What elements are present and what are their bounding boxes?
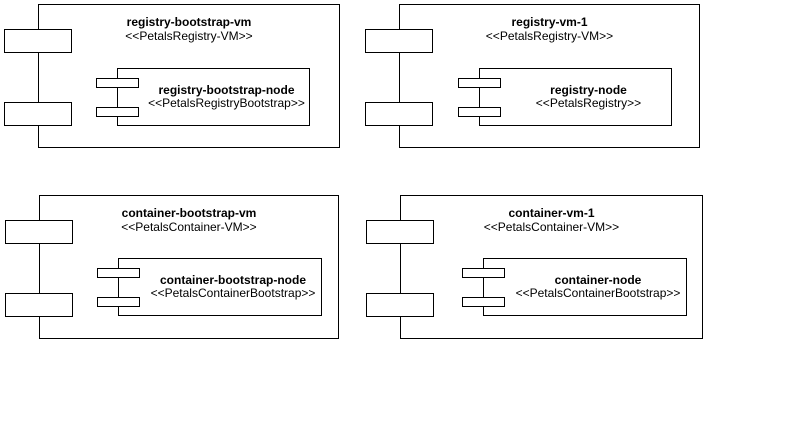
component-tab-icon <box>5 293 73 317</box>
node-name: registry-vm-1 <box>511 15 588 29</box>
node-stereotype: <<PetalsRegistry>> <box>535 96 642 110</box>
node-stereotype: <<PetalsContainer-VM>> <box>483 220 620 234</box>
uml-component-container-vm-1: container-vm-1 <<PetalsContainer-VM>> co… <box>366 195 703 339</box>
node-stereotype: <<PetalsRegistryBootstrap>> <box>148 96 305 110</box>
node-stereotype: <<PetalsContainer-VM>> <box>121 220 257 234</box>
node-caption: container-vm-1 <<PetalsContainer-VM>> <box>401 206 702 234</box>
uml-component-registry-bootstrap-vm: registry-bootstrap-vm <<PetalsRegistry-V… <box>4 4 340 148</box>
node-name: container-bootstrap-vm <box>121 206 257 220</box>
component-tab-icon <box>366 293 434 317</box>
component-tab-icon <box>4 102 72 126</box>
node-name: container-vm-1 <box>508 206 595 220</box>
node-caption: registry-bootstrap-vm <<PetalsRegistry-V… <box>39 15 339 43</box>
node-stereotype: <<PetalsContainerBootstrap>> <box>150 286 316 300</box>
node-caption: container-bootstrap-vm <<PetalsContainer… <box>40 206 338 234</box>
node-stereotype: <<PetalsRegistry-VM>> <box>125 29 253 43</box>
node-name: container-bootstrap-node <box>160 273 306 287</box>
uml-component-container-node: container-node <<PetalsContainerBootstra… <box>462 258 687 316</box>
uml-component-registry-bootstrap-node: registry-bootstrap-node <<PetalsRegistry… <box>96 68 310 126</box>
component-tab-icon <box>458 107 501 117</box>
uml-component-container-bootstrap-node: container-bootstrap-node <<PetalsContain… <box>97 258 322 316</box>
component-tab-icon <box>97 297 140 307</box>
component-tab-icon <box>462 297 505 307</box>
node-caption: registry-node <<PetalsRegistry>> <box>480 69 671 125</box>
component-tab-icon <box>365 102 433 126</box>
component-tab-icon <box>366 220 434 244</box>
component-tab-icon <box>462 268 505 278</box>
node-name: registry-bootstrap-node <box>158 83 295 97</box>
uml-component-registry-node: registry-node <<PetalsRegistry>> <box>458 68 672 126</box>
uml-component-registry-vm-1: registry-vm-1 <<PetalsRegistry-VM>> regi… <box>365 4 700 148</box>
node-stereotype: <<PetalsContainerBootstrap>> <box>515 286 681 300</box>
component-tab-icon <box>4 29 72 53</box>
node-caption: registry-bootstrap-node <<PetalsRegistry… <box>118 69 309 125</box>
component-tab-icon <box>97 268 140 278</box>
component-tab-icon <box>96 78 139 88</box>
node-caption: registry-vm-1 <<PetalsRegistry-VM>> <box>400 15 699 43</box>
node-name: container-node <box>554 273 642 287</box>
node-caption: container-bootstrap-node <<PetalsContain… <box>119 259 321 315</box>
node-name: registry-bootstrap-vm <box>126 15 252 29</box>
node-stereotype: <<PetalsRegistry-VM>> <box>485 29 614 43</box>
uml-component-container-bootstrap-vm: container-bootstrap-vm <<PetalsContainer… <box>5 195 339 339</box>
component-tab-icon <box>5 220 73 244</box>
node-caption: container-node <<PetalsContainerBootstra… <box>484 259 686 315</box>
component-tab-icon <box>96 107 139 117</box>
component-tab-icon <box>458 78 501 88</box>
component-tab-icon <box>365 29 433 53</box>
node-name: registry-node <box>550 83 627 97</box>
